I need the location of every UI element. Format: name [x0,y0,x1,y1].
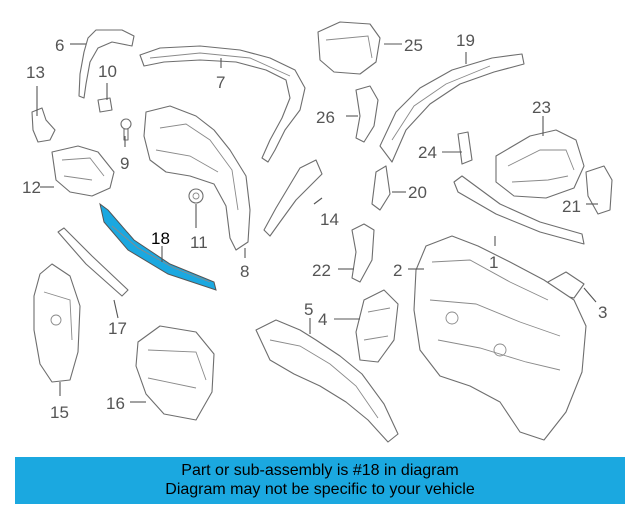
callout-4: 4 [318,310,327,329]
part-19 [379,53,525,163]
callout-3: 3 [598,303,607,322]
caption-line-2: Diagram may not be specific to your vehi… [165,481,475,498]
leader-lines [36,43,598,403]
callout-labels: 6 7 13 10 9 12 11 8 25 26 19 23 24 21 20… [22,31,607,422]
part-21 [585,165,613,215]
callout-5: 5 [304,300,313,319]
callout-20: 20 [408,183,427,202]
part-14 [263,159,323,237]
callout-9: 9 [120,154,129,173]
callout-15: 15 [50,403,69,422]
part-20 [371,165,391,211]
callout-1: 1 [489,253,498,272]
callout-14: 14 [320,210,339,229]
callout-18: 18 [151,229,170,248]
part-23 [495,129,585,199]
callout-25: 25 [404,36,423,55]
caption-line-1: Part or sub-assembly is #18 in diagram [181,462,459,479]
part-13 [31,107,56,143]
part-10 [97,97,113,113]
part-25 [317,21,381,75]
part-22 [351,223,375,283]
callout-19: 19 [456,31,475,50]
callout-7: 7 [216,73,225,92]
part-12 [51,145,115,197]
callout-21: 21 [562,197,581,216]
part-8 [143,105,251,251]
callout-13: 13 [26,63,45,82]
callout-26: 26 [316,108,335,127]
caption-banner: Part or sub-assembly is #18 in diagram D… [15,457,625,504]
part-11 [188,188,204,204]
callout-11: 11 [190,233,208,252]
part-17 [57,227,129,297]
part-4 [355,289,399,363]
parts-diagram: 6 7 13 10 9 12 11 8 25 26 19 23 24 21 20… [22,21,613,443]
part-5 [255,319,399,443]
part-18 [99,202,217,291]
callout-24: 24 [418,143,437,162]
part-6 [78,29,135,99]
part-9 [120,118,132,141]
callout-16: 16 [106,394,125,413]
callout-17: 17 [108,319,127,338]
part-2 [413,235,587,441]
callout-2: 2 [393,261,402,280]
callout-8: 8 [240,262,249,281]
part-16 [135,325,215,421]
part-1 [453,175,585,245]
part-7 [139,45,306,163]
callout-12: 12 [22,178,41,197]
part-26 [355,85,379,143]
callout-10: 10 [98,62,117,81]
callout-22: 22 [312,261,331,280]
callout-23: 23 [532,98,551,117]
part-24 [457,131,473,165]
callout-6: 6 [55,36,64,55]
part-15 [33,263,81,383]
